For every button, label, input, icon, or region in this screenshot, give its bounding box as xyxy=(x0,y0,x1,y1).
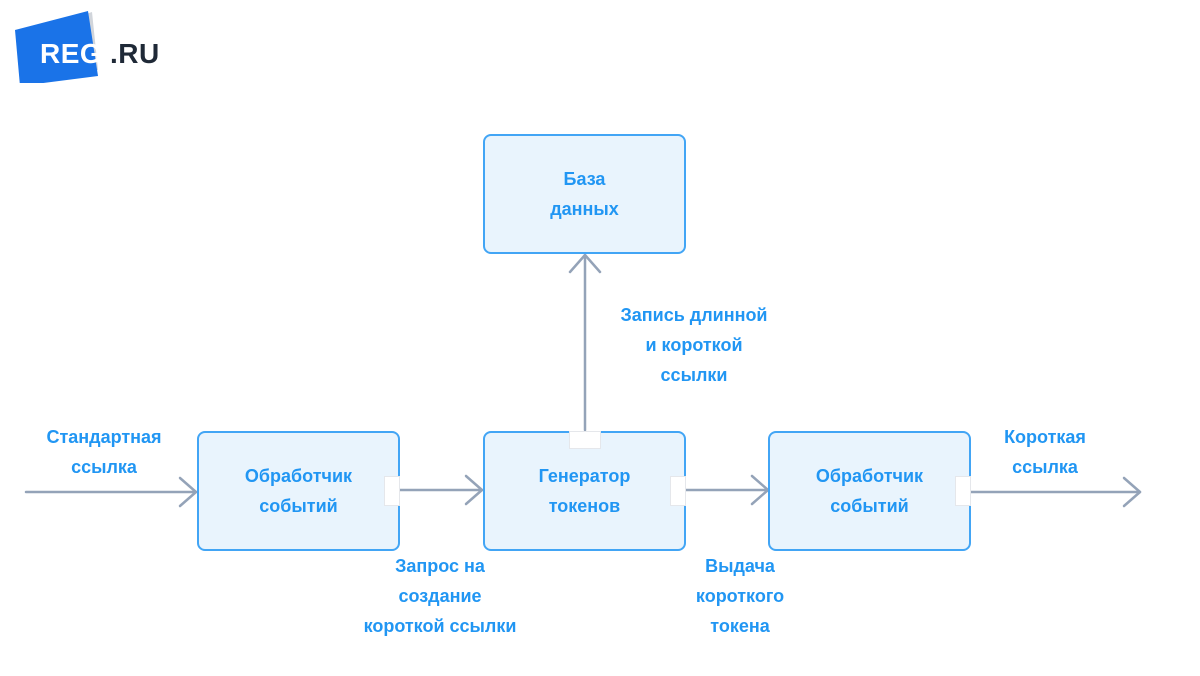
label-request: Запрос на создание короткой ссылки xyxy=(363,556,517,636)
reg-ru-logo: REG .RU xyxy=(12,8,162,86)
port-handler-right-out xyxy=(955,476,971,506)
database-label: База данных xyxy=(550,169,619,219)
database-box: База данных xyxy=(483,134,686,254)
logo-mark-icon xyxy=(15,11,98,86)
label-output: Короткая ссылка xyxy=(1004,427,1086,477)
handler-left-label: Обработчик событий xyxy=(244,466,353,516)
handler-right-box: Обработчик событий xyxy=(768,431,971,551)
arrow-write xyxy=(568,253,602,432)
arrow-input xyxy=(24,476,198,508)
port-generator-top xyxy=(569,431,601,449)
label-write: Запись длинной и короткой ссылки xyxy=(620,305,768,385)
port-generator-out xyxy=(670,476,686,506)
arrow-issue xyxy=(684,474,770,506)
label-input: Стандартная ссылка xyxy=(46,427,162,477)
handler-left-box: Обработчик событий xyxy=(197,431,400,551)
label-issue: Выдача короткого токена xyxy=(695,556,785,636)
handler-right-label: Обработчик событий xyxy=(815,466,924,516)
arrow-request xyxy=(398,474,484,506)
arrow-output xyxy=(968,476,1142,508)
generator-box: Генератор токенов xyxy=(483,431,686,551)
logo-suffix: .RU xyxy=(110,38,160,69)
generator-label: Генератор токенов xyxy=(538,466,631,516)
logo-text: REG xyxy=(40,38,103,69)
port-handler-left-out xyxy=(384,476,400,506)
